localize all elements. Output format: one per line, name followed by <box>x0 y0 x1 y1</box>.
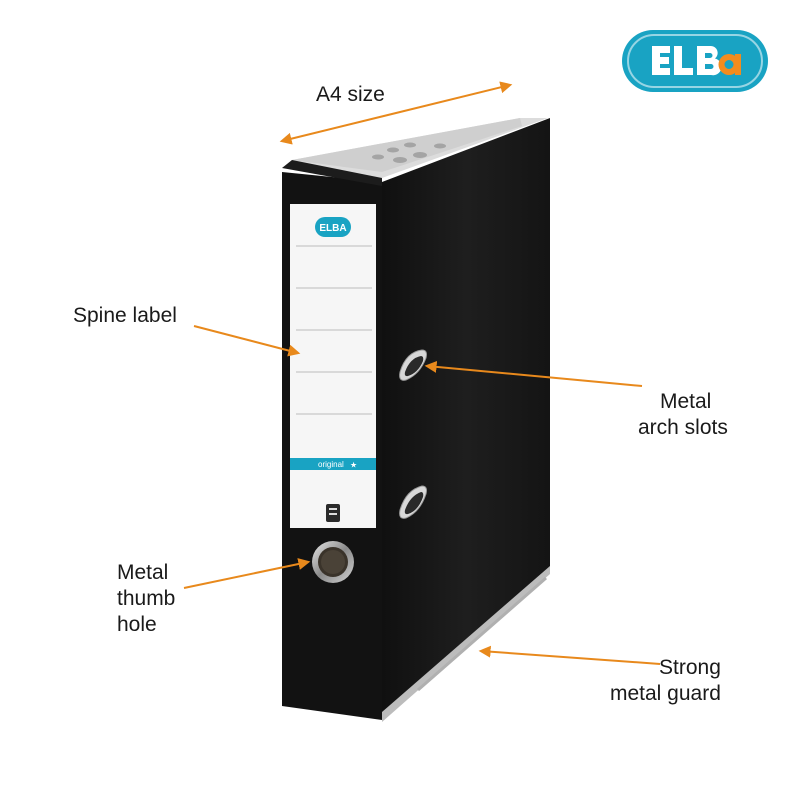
spine-label-card <box>290 204 376 528</box>
label-star-icon: ★ <box>350 461 357 470</box>
arch-slot-upper <box>399 349 427 381</box>
label-writing-lines <box>296 245 372 415</box>
thumb-hole-arrow <box>183 558 311 589</box>
metal-guard-strip <box>417 576 547 692</box>
arch-slots-callout: Metal arch slots <box>638 390 728 439</box>
file-side-cover <box>382 118 550 720</box>
a4-size-label: A4 size <box>316 83 385 106</box>
spine-label-arrow <box>193 325 301 357</box>
label-badge-text: ELBA <box>319 223 346 234</box>
metal-guard-arrow <box>478 645 661 665</box>
a4-size-arrow <box>279 81 513 145</box>
label-strip-text: original <box>318 460 344 469</box>
spine-label-callout: Spine label <box>73 304 177 327</box>
arch-slot-lower <box>399 485 427 519</box>
elba-logo <box>622 30 768 92</box>
label-badge <box>315 217 351 237</box>
label-strip <box>290 458 376 470</box>
arch-slots-arrow <box>424 360 643 387</box>
thumb-hole-callout: Metal thumb hole <box>117 561 176 636</box>
metal-guard-callout: Strong metal guard <box>610 656 721 705</box>
